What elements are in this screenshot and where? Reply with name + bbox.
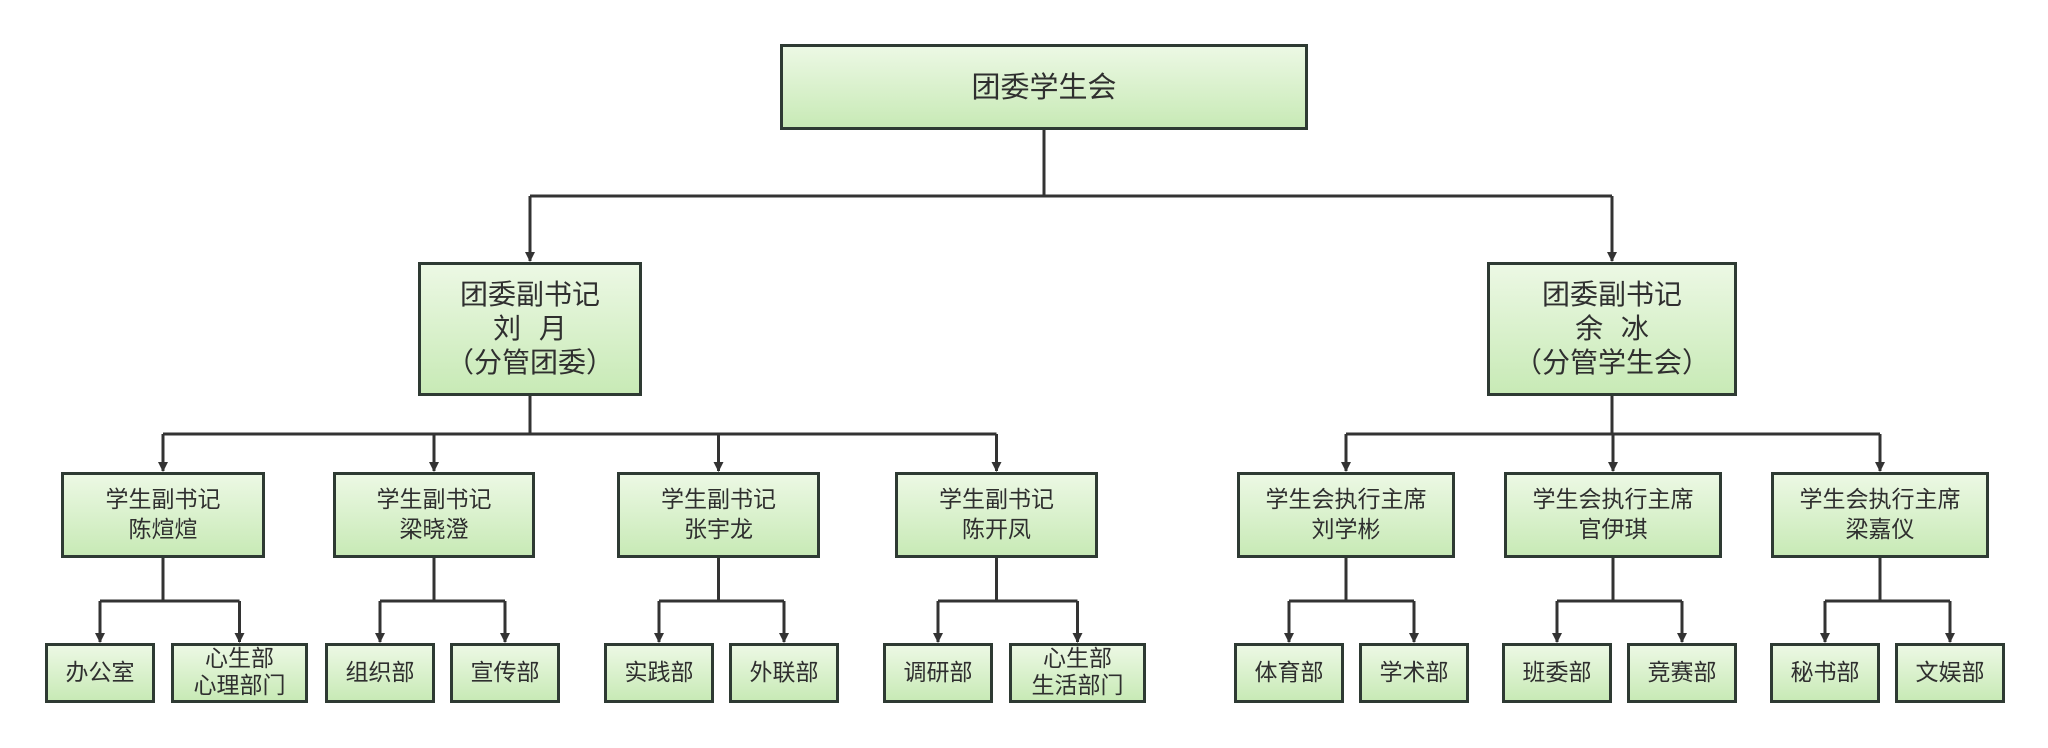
- node-label-line: 组织部: [345, 659, 415, 686]
- department-node-8[interactable]: 心生部生活部门: [1009, 643, 1146, 703]
- node-label-line: 梁晓澄: [399, 517, 469, 543]
- node-label-line: 学生副书记: [661, 487, 776, 513]
- node-label-line: 张宇龙: [684, 517, 753, 543]
- department-node-12[interactable]: 竞赛部: [1627, 643, 1737, 703]
- lead-node-4[interactable]: 学生副书记陈开凤: [895, 472, 1098, 558]
- node-label-line: 团委副书记: [1541, 278, 1682, 311]
- node-label-line: （分管团委）: [445, 346, 614, 379]
- node-label-line: 学生副书记: [105, 487, 221, 513]
- node-label-line: 学生会执行主席: [1265, 487, 1427, 513]
- node-label-line: 官伊琪: [1578, 517, 1648, 543]
- lead-node-1[interactable]: 学生副书记陈煊煊: [61, 472, 265, 558]
- node-label-line: 余 冰: [1575, 312, 1649, 345]
- department-node-13[interactable]: 秘书部: [1770, 643, 1880, 703]
- department-node-5[interactable]: 实践部: [604, 643, 714, 703]
- department-node-7[interactable]: 调研部: [883, 643, 993, 703]
- node-label-line: 办公室: [65, 659, 135, 686]
- lead-node-5[interactable]: 学生会执行主席刘学彬: [1237, 472, 1455, 558]
- node-label-line: 学生副书记: [939, 487, 1054, 513]
- root-node[interactable]: 团委学生会: [780, 44, 1308, 130]
- department-node-1[interactable]: 办公室: [45, 643, 155, 703]
- node-label-line: 宣传部: [470, 659, 540, 686]
- node-label-line: 陈开凤: [962, 517, 1031, 543]
- department-node-4[interactable]: 宣传部: [450, 643, 560, 703]
- lead-node-3[interactable]: 学生副书记张宇龙: [617, 472, 820, 558]
- node-label-line: 生活部门: [1031, 673, 1124, 699]
- department-node-11[interactable]: 班委部: [1502, 643, 1612, 703]
- department-node-3[interactable]: 组织部: [325, 643, 435, 703]
- node-label-line: 心生部: [205, 646, 274, 672]
- department-node-6[interactable]: 外联部: [729, 643, 839, 703]
- node-label-line: 秘书部: [1790, 659, 1860, 686]
- node-label-line: 学生会执行主席: [1532, 487, 1694, 513]
- lead-node-2[interactable]: 学生副书记梁晓澄: [333, 472, 535, 558]
- node-label-line: 心理部门: [193, 673, 286, 699]
- node-label-line: 心生部: [1043, 646, 1112, 672]
- node-label-line: 学术部: [1379, 659, 1449, 686]
- node-label-line: 实践部: [624, 659, 694, 686]
- department-node-9[interactable]: 体育部: [1234, 643, 1344, 703]
- node-label-line: 团委副书记: [459, 278, 600, 311]
- secretary-node-1[interactable]: 团委副书记刘 月（分管团委）: [418, 262, 642, 396]
- node-label-line: 文娱部: [1915, 659, 1985, 686]
- node-label-line: 学生会执行主席: [1799, 487, 1961, 513]
- department-node-10[interactable]: 学术部: [1359, 643, 1469, 703]
- node-label-line: 学生副书记: [376, 487, 492, 513]
- node-label-line: 刘学彬: [1311, 517, 1381, 543]
- node-label-line: 陈煊煊: [128, 517, 198, 543]
- node-label-line: 竞赛部: [1647, 659, 1717, 686]
- department-node-2[interactable]: 心生部心理部门: [171, 643, 308, 703]
- department-node-14[interactable]: 文娱部: [1895, 643, 2005, 703]
- node-label-line: 团委学生会: [971, 70, 1117, 104]
- secretary-node-2[interactable]: 团委副书记余 冰（分管学生会）: [1487, 262, 1737, 396]
- node-label-line: 外联部: [749, 659, 819, 686]
- lead-node-6[interactable]: 学生会执行主席官伊琪: [1504, 472, 1722, 558]
- node-label-line: （分管学生会）: [1513, 346, 1710, 379]
- node-label-line: 调研部: [903, 659, 973, 686]
- node-label-line: 体育部: [1254, 659, 1324, 686]
- node-label-line: 梁嘉仪: [1845, 517, 1915, 543]
- lead-node-7[interactable]: 学生会执行主席梁嘉仪: [1771, 472, 1989, 558]
- node-label-line: 刘 月: [493, 312, 567, 345]
- node-label-line: 班委部: [1522, 659, 1592, 686]
